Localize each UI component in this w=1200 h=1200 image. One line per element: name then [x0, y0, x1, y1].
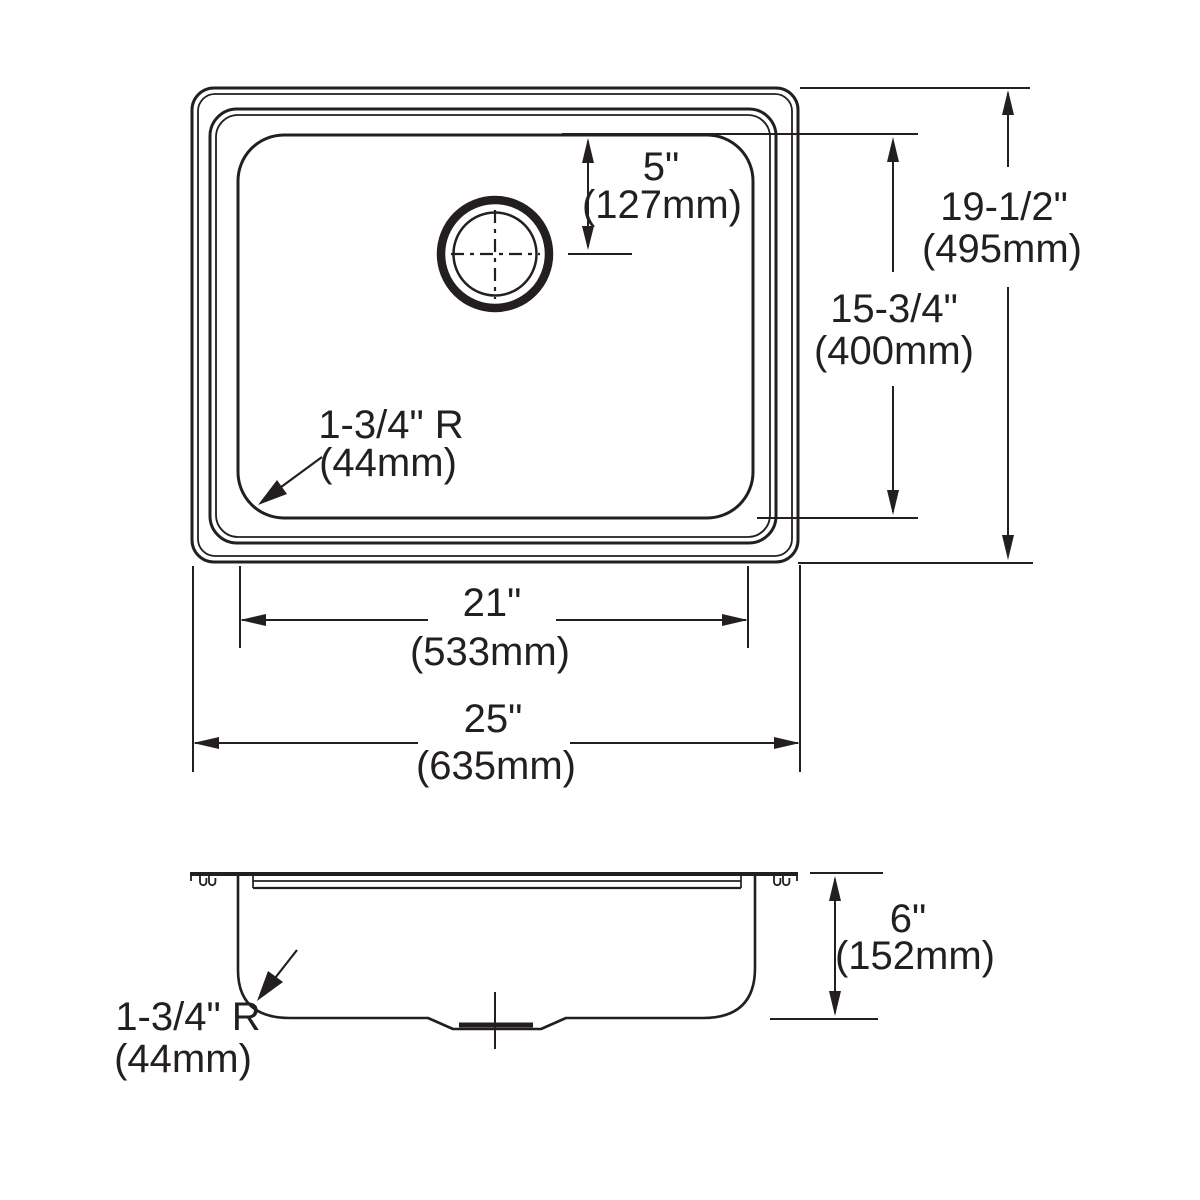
- arrowhead-up-icon: [829, 876, 841, 901]
- arrowhead-right-icon: [722, 614, 748, 626]
- arrowhead-icon: [257, 971, 283, 1001]
- outer-rim-outline: [190, 86, 800, 564]
- dim-overall-depth: 19-1/2" (495mm): [798, 87, 1082, 564]
- drain-outer-ring: [436, 195, 554, 313]
- arrowhead-up-icon: [887, 137, 899, 162]
- callout-corner-radius-side: 1-3/4" R (44mm): [114, 949, 298, 1081]
- dim-label-mm: (152mm): [835, 934, 995, 978]
- bowl-outline: [236, 133, 755, 520]
- arrowhead-left-icon: [193, 737, 219, 749]
- radius-label-mm: (44mm): [114, 1037, 252, 1081]
- dim-drain-offset: 5" (127mm): [568, 138, 742, 255]
- dim-label-mm: (533mm): [410, 630, 570, 674]
- arrowhead-icon: [258, 480, 287, 505]
- dim-label-inches: 5": [643, 145, 679, 189]
- dim-label-inches: 6": [890, 897, 926, 941]
- dim-label-mm: (635mm): [416, 744, 576, 788]
- dim-label-mm: (400mm): [814, 329, 974, 373]
- bowl-profile: [236, 876, 757, 1031]
- dim-label-inches: 15-3/4": [830, 287, 958, 331]
- side-view: [190, 872, 798, 1049]
- mounting-clip-icon: [199, 876, 208, 887]
- drain-inner-ring: [452, 211, 538, 297]
- dim-bowl-width: 21" (533mm): [239, 566, 749, 674]
- arrowhead-up-icon: [582, 138, 594, 163]
- mounting-clip-icon: [773, 876, 782, 887]
- dim-depth: 6" (152mm): [770, 872, 995, 1020]
- arrowhead-down-icon: [829, 991, 841, 1016]
- dim-label-inches: 25": [464, 697, 523, 741]
- dim-bowl-depth: 15-3/4" (400mm): [562, 133, 974, 519]
- dim-label-mm: (495mm): [922, 227, 1082, 271]
- radius-label-mm: (44mm): [319, 441, 457, 485]
- arrowhead-down-icon: [1002, 535, 1014, 560]
- callout-corner-radius-top: 1-3/4" R (44mm): [258, 403, 464, 505]
- dim-overall-width: 25" (635mm): [192, 565, 801, 788]
- mounting-clip-icon: [782, 876, 791, 887]
- arrowhead-left-icon: [240, 614, 266, 626]
- top-view: [190, 86, 800, 564]
- mounting-deck-outline: [208, 107, 778, 545]
- dim-label-mm: (127mm): [582, 183, 742, 227]
- radius-label-inches: 1-3/4" R: [318, 403, 463, 447]
- dim-label-inches: 19-1/2": [940, 185, 1068, 229]
- arrowhead-down-icon: [887, 490, 899, 515]
- mounting-clip-icon: [208, 876, 217, 887]
- mounting-deck-inner-line: [215, 114, 771, 538]
- dim-label-inches: 21": [463, 581, 522, 625]
- arrowhead-down-icon: [582, 226, 594, 250]
- arrowhead-up-icon: [1002, 90, 1014, 115]
- outer-rim-inner-line: [197, 93, 793, 557]
- arrowhead-right-icon: [774, 737, 800, 749]
- radius-label-inches: 1-3/4" R: [115, 995, 260, 1039]
